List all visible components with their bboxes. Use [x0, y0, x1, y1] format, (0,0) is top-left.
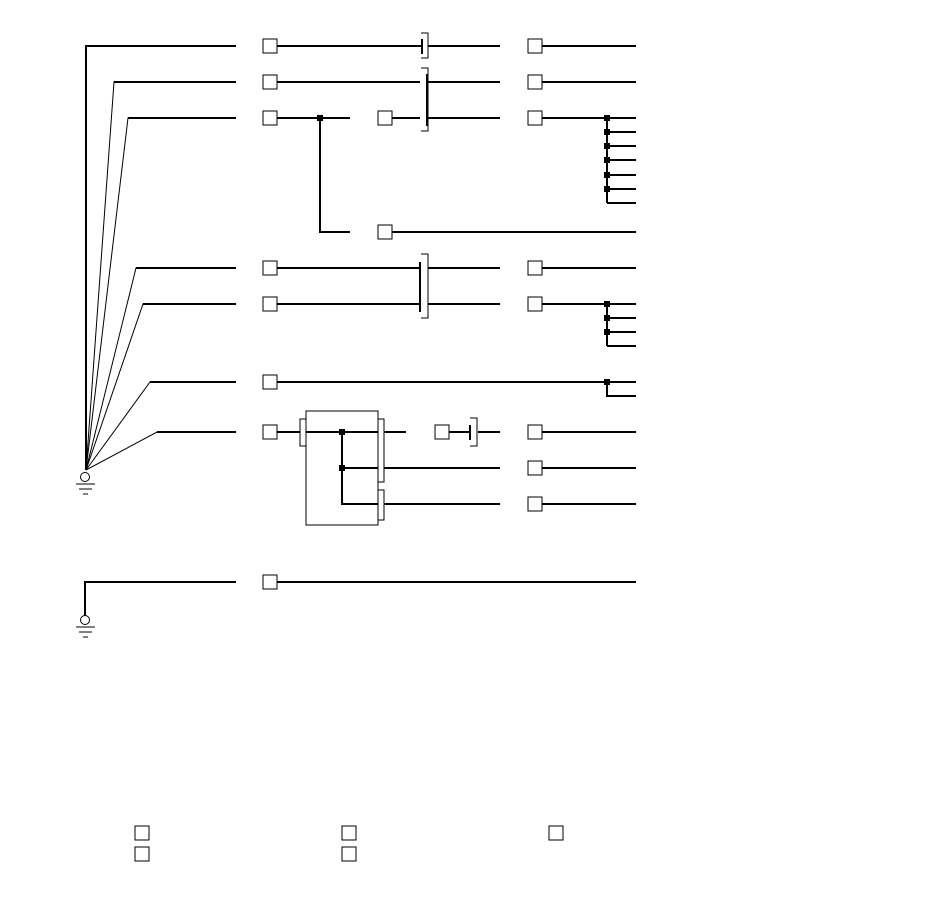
legend-box — [341, 825, 357, 841]
connector-box — [434, 424, 450, 440]
connector-box — [262, 74, 278, 90]
connector-box — [527, 460, 543, 476]
rows-4-5 — [277, 253, 636, 319]
connector-box — [527, 496, 543, 512]
ground-row — [76, 581, 636, 638]
connector-box — [262, 574, 278, 590]
connector-box — [377, 110, 393, 126]
connector-box — [527, 110, 543, 126]
branch-group-1 — [606, 117, 636, 204]
legend — [134, 825, 564, 862]
legend-box — [134, 825, 150, 841]
connector-boxes — [262, 38, 543, 590]
ground-fan-wires — [85, 45, 236, 471]
legend-box — [548, 825, 564, 841]
row-6 — [277, 381, 636, 397]
connector-box — [527, 74, 543, 90]
branch-group-2 — [606, 303, 636, 347]
connector-box — [527, 424, 543, 440]
legend-box — [134, 846, 150, 862]
connector-box — [527, 38, 543, 54]
connector-box — [377, 224, 393, 240]
connector-box — [262, 38, 278, 54]
rows-2-3 — [277, 67, 636, 233]
row-1 — [277, 32, 636, 59]
connector-box — [527, 260, 543, 276]
connector-box — [262, 296, 278, 312]
legend-box — [341, 846, 357, 862]
connector-box — [262, 110, 278, 126]
connector-box — [262, 424, 278, 440]
connector-box — [262, 260, 278, 276]
relay-block — [277, 410, 636, 526]
connector-box — [527, 296, 543, 312]
ground-symbol-1 — [76, 472, 95, 495]
splice-dots — [317, 115, 610, 471]
connector-box — [262, 374, 278, 390]
